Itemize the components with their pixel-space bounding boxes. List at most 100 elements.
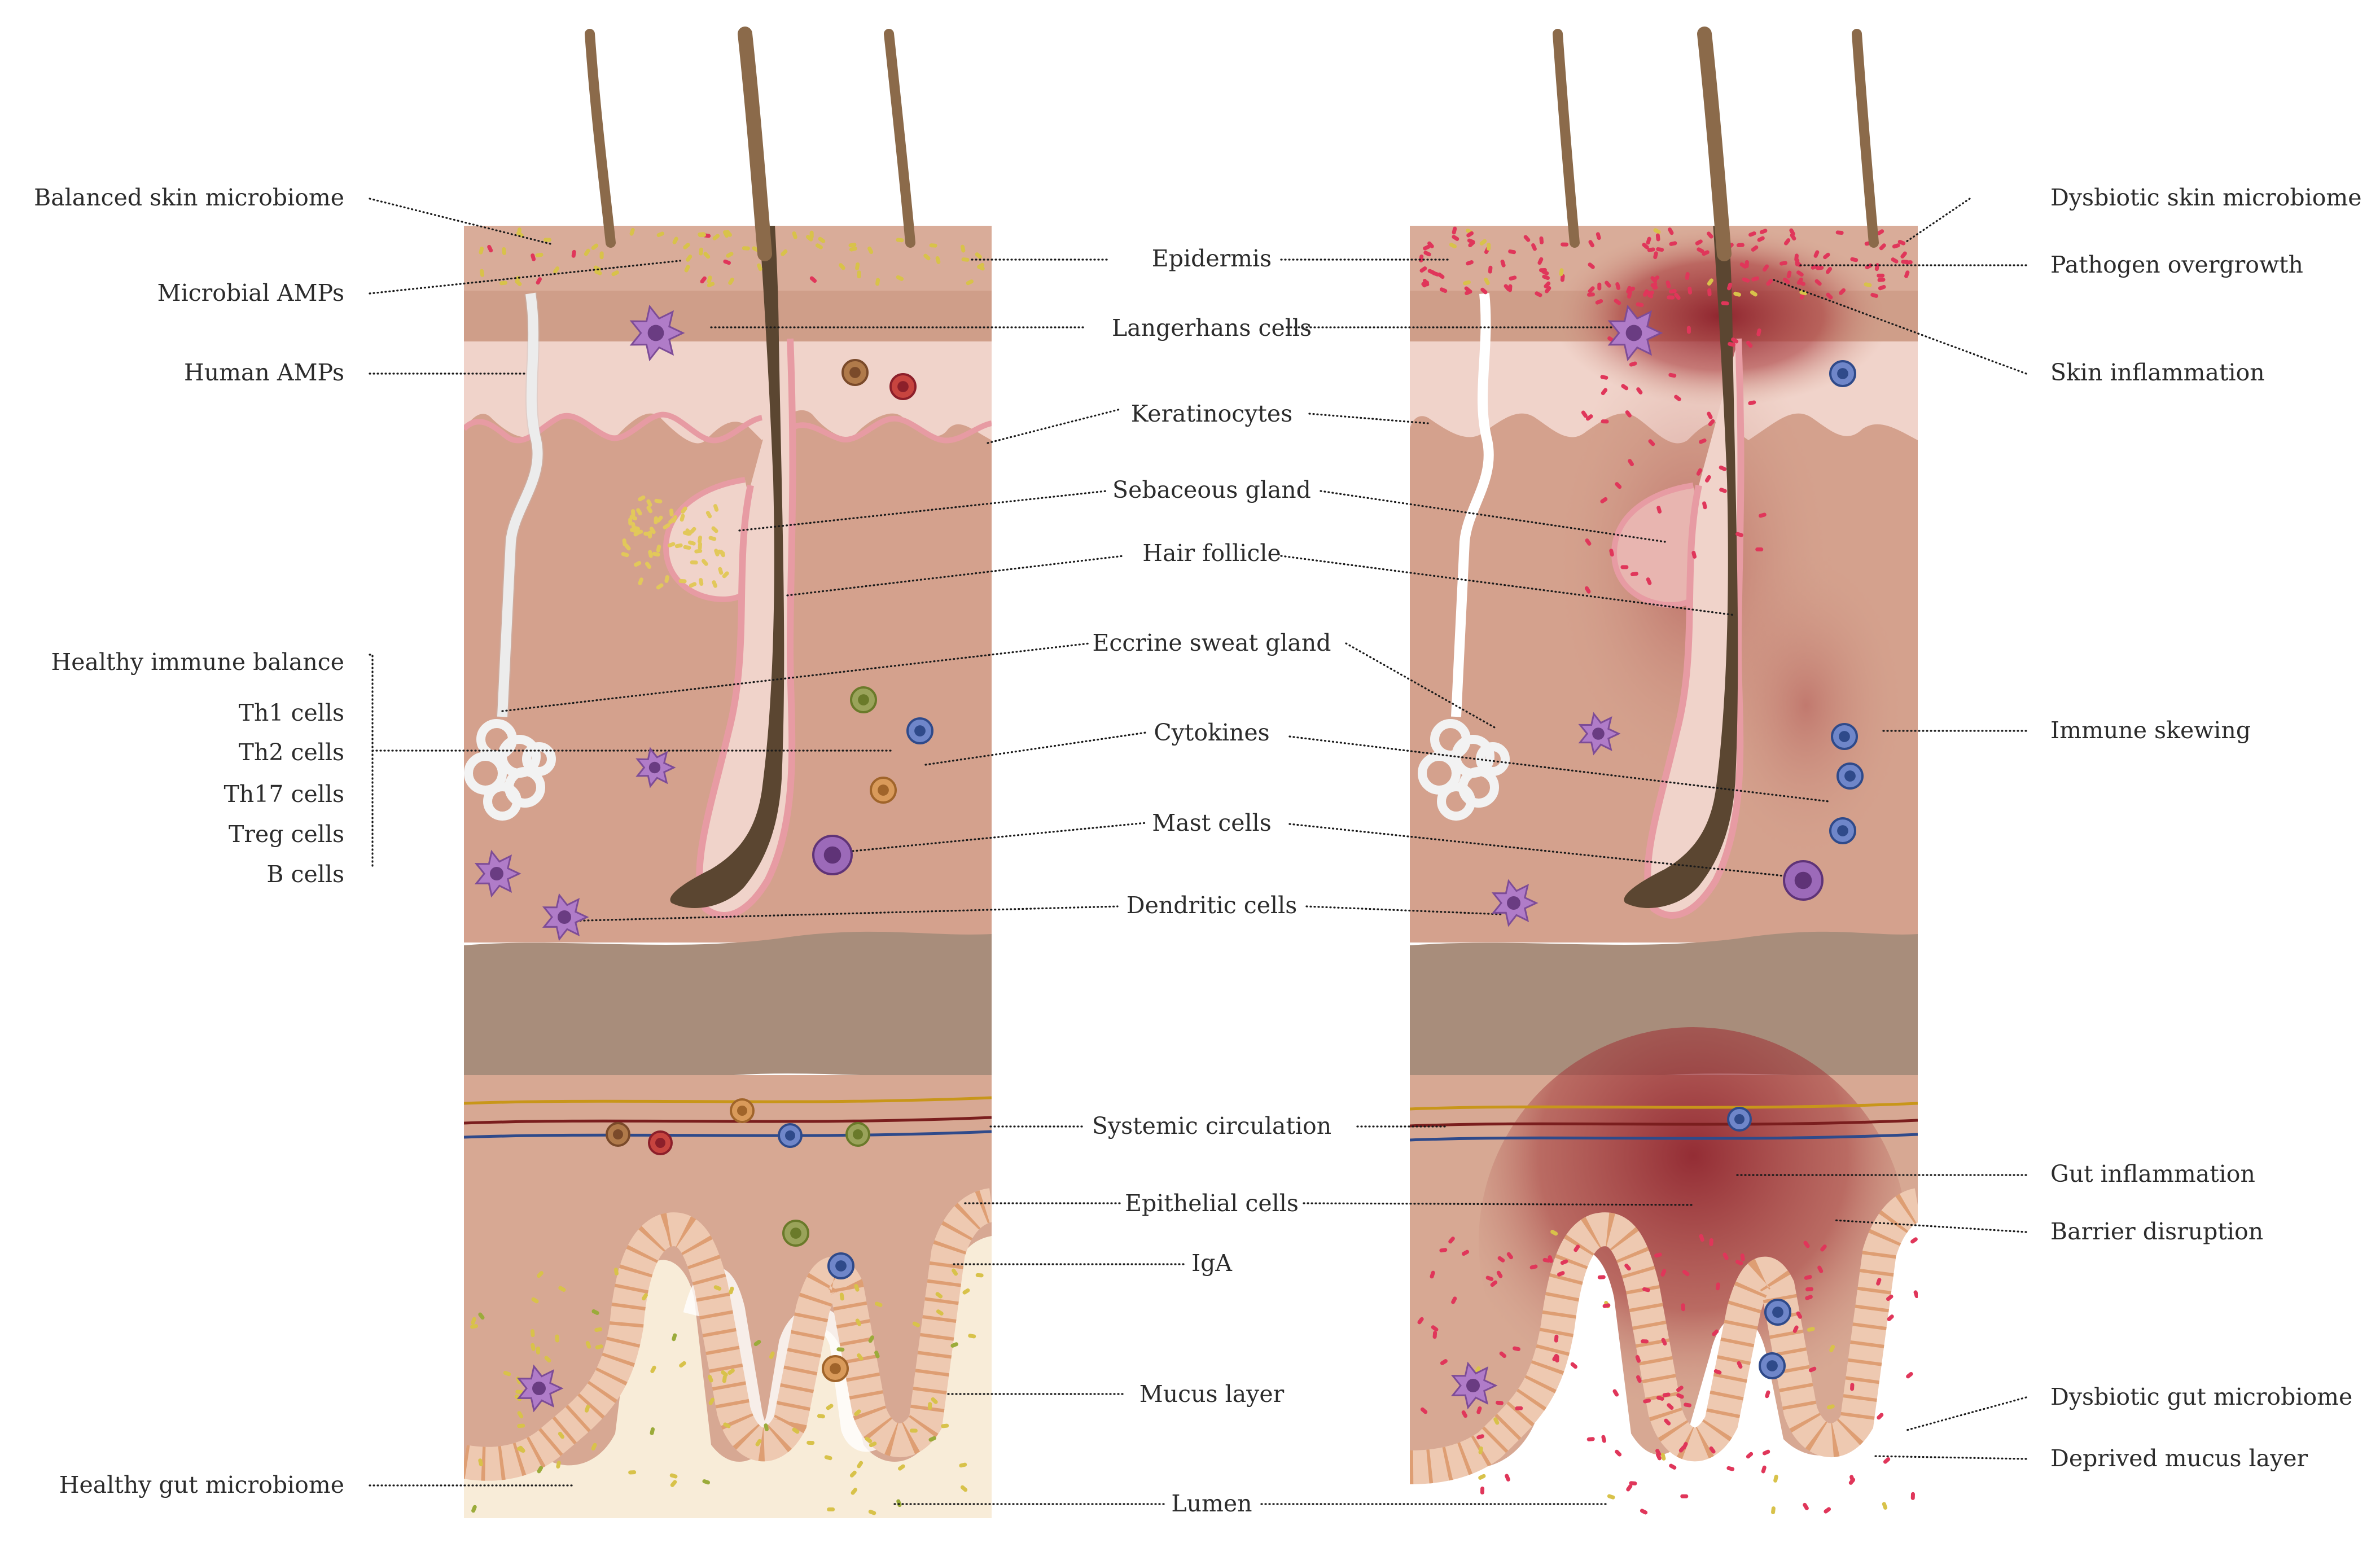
pathogen <box>1423 244 1431 251</box>
gut-microbe <box>854 1409 861 1417</box>
pathogen <box>1746 340 1753 348</box>
gut-pathogen <box>1640 1509 1648 1515</box>
pathogen <box>1870 292 1879 298</box>
microbe <box>686 255 692 262</box>
label-gut-inflammation: Gut inflammation <box>2050 1160 2255 1187</box>
gut-pathogen <box>1910 1492 1916 1500</box>
pathogen <box>1877 273 1885 278</box>
pathogen <box>1487 243 1491 251</box>
microbe <box>667 542 676 547</box>
gut-pathogen <box>1480 1487 1485 1495</box>
pathogen <box>1783 277 1790 284</box>
gut-pathogen <box>1573 1244 1580 1252</box>
gut-microbe <box>950 1342 958 1348</box>
pathogen <box>1721 301 1729 306</box>
gut-microbe <box>650 1427 655 1435</box>
pathogen <box>1466 231 1474 238</box>
gut-pathogen <box>1682 1269 1690 1277</box>
microbe <box>815 243 823 249</box>
pathogen <box>1584 586 1591 594</box>
gut-microbe <box>650 1365 656 1373</box>
microbe <box>697 535 703 543</box>
pathogen <box>1439 287 1448 293</box>
gut-microbe <box>855 1318 862 1326</box>
microbe <box>726 252 734 258</box>
label-skin-inflammation: Skin inflammation <box>2050 359 2265 386</box>
gut-pathogen <box>1669 1463 1677 1470</box>
microbe <box>700 276 707 284</box>
gut-microbe <box>530 1329 535 1338</box>
pathogen <box>1648 439 1655 446</box>
microbe <box>591 243 599 250</box>
microbe <box>703 252 711 259</box>
gut-microbe <box>857 1353 864 1361</box>
gut-pathogen <box>1848 1478 1856 1485</box>
gut-pathogen <box>1661 1338 1667 1346</box>
pathogen <box>1588 262 1595 269</box>
label-healthy-gut-microbiome: Healthy gut microbiome <box>59 1471 344 1498</box>
gut-microbe <box>515 1389 524 1395</box>
microbe <box>699 578 704 586</box>
gut-microbe <box>591 1443 597 1451</box>
microbe <box>668 518 676 524</box>
pathogen <box>1705 475 1711 483</box>
pathogen <box>1585 538 1592 546</box>
pathogen <box>1691 551 1697 559</box>
th2-cell <box>1829 817 1856 844</box>
immune-cell <box>778 1123 803 1148</box>
label-th17-cells: Th17 cells <box>224 781 344 808</box>
microbe <box>654 498 663 504</box>
gut-microbe <box>960 1485 968 1492</box>
microbe <box>499 280 507 286</box>
dysbiotic-skin-microbiome <box>1417 226 1918 1515</box>
gut-pathogen <box>1586 1437 1595 1441</box>
dendritic-cell <box>516 1364 564 1413</box>
gut-microbe <box>613 1268 619 1276</box>
microbe <box>713 504 719 512</box>
pathogen <box>1835 230 1844 235</box>
pathogen <box>1742 277 1750 283</box>
gut-pathogen <box>1796 1311 1803 1319</box>
pathogen <box>1766 279 1773 286</box>
gut-pathogen <box>1548 1255 1553 1263</box>
gut-pathogen <box>1615 1449 1622 1457</box>
gut-microbe <box>727 1368 735 1375</box>
pathogen <box>1795 258 1800 266</box>
microbe <box>757 263 762 271</box>
microbe <box>684 265 690 273</box>
pathogen <box>1879 243 1886 251</box>
gut-microbe <box>595 1344 603 1349</box>
microbe <box>723 259 731 265</box>
microbe <box>515 279 522 286</box>
gut-microbe <box>868 1510 876 1515</box>
gut-pathogen <box>1655 1449 1662 1457</box>
center-label-group: Epidermis Langerhans cells Keratinocytes… <box>1092 245 1331 1517</box>
microbe <box>634 561 642 567</box>
pathogen <box>1507 284 1513 292</box>
microbe <box>717 549 725 555</box>
label-dysbiotic-skin-microbiome: Dysbiotic skin microbiome <box>2050 184 2362 211</box>
gut-pathogen <box>1883 1457 1891 1464</box>
gut-microbe <box>792 1427 800 1434</box>
gut-microbe <box>478 1312 485 1320</box>
microbe <box>689 527 696 534</box>
gut-microbe <box>753 1340 761 1347</box>
gut-microbe <box>874 1301 883 1307</box>
gut-microbe <box>865 1436 873 1443</box>
label-mucus-layer: Mucus layer <box>1139 1380 1285 1408</box>
microbe <box>652 551 660 557</box>
gut-pathogen <box>1431 1325 1439 1332</box>
pathogen <box>1878 284 1886 291</box>
immune-cell <box>827 1252 854 1279</box>
microbe <box>516 231 524 238</box>
gut-microbe <box>959 1462 967 1468</box>
pathogen <box>1656 247 1664 252</box>
dendritic-cell <box>474 849 521 898</box>
gut-pathogen <box>1654 1252 1662 1258</box>
pathogen <box>1798 280 1806 286</box>
label-microbial-amps: Microbial AMPs <box>157 279 344 306</box>
label-epithelial-cells: Epithelial cells <box>1125 1190 1299 1217</box>
gut-microbe <box>670 1480 677 1487</box>
microbe <box>960 244 966 253</box>
gut-pathogen <box>1664 1418 1671 1426</box>
